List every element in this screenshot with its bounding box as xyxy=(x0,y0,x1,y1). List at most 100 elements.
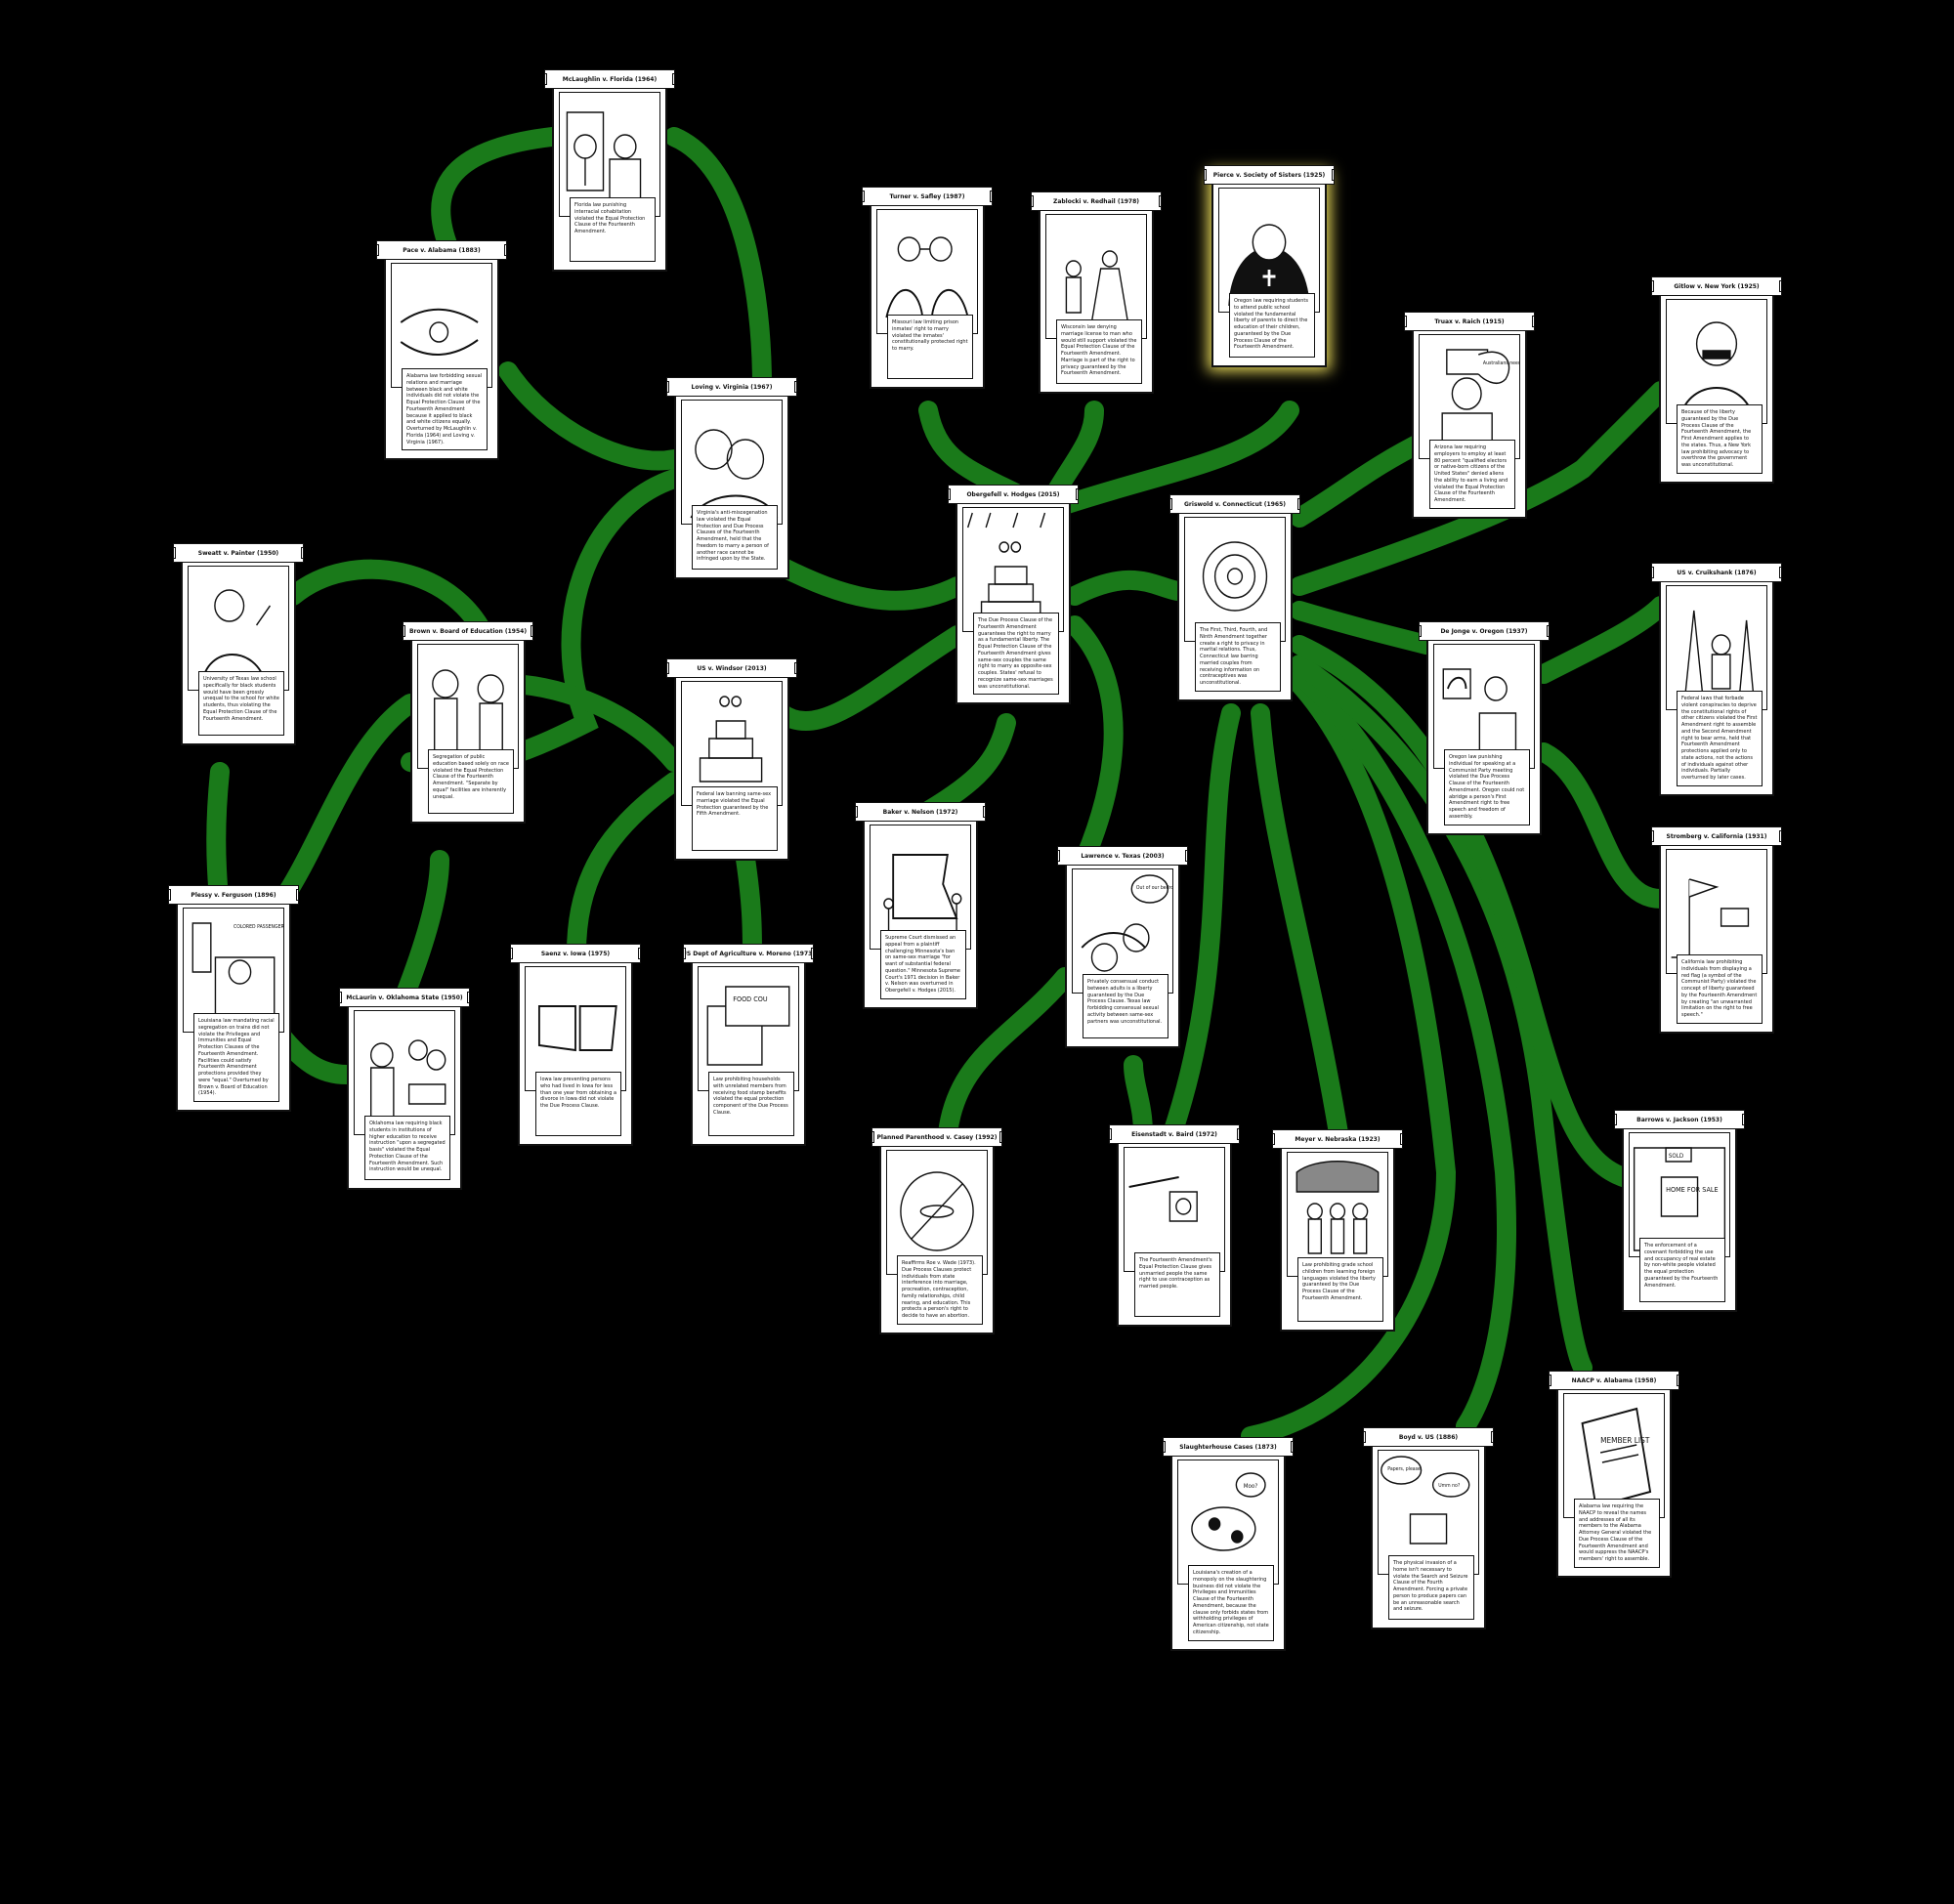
case-title: US Dept of Agriculture v. Moreno (1973) xyxy=(683,944,814,963)
pill-case-icon xyxy=(1184,517,1286,642)
case-card-pierce[interactable]: Pierce v. Society of Sisters (1925) Orego… xyxy=(1204,165,1335,367)
branch-dejonge-stromberg xyxy=(1534,742,1671,909)
art-label: Australians need to earn a living too xyxy=(1483,360,1519,366)
branch-obergefell-griswold xyxy=(1065,570,1187,606)
case-card-cruikshank[interactable]: US v. Cruikshank (1876)Federal laws that… xyxy=(1651,563,1782,796)
branch-griswold-slaughterhouse xyxy=(1241,674,1457,1446)
no-symbol-icon xyxy=(886,1150,988,1275)
case-card-stromberg[interactable]: Stromberg v. California (1931) California… xyxy=(1651,826,1782,1034)
case-card-zablocki[interactable]: Zablocki v. Redhail (1978) Wisconsin law … xyxy=(1031,191,1162,394)
case-title: Gitlow v. New York (1925) xyxy=(1651,276,1782,296)
mugshot-icon xyxy=(559,92,660,217)
case-title: Pace v. Alabama (1883) xyxy=(376,240,507,260)
case-summary: Virginia's anti-miscegenation law violat… xyxy=(692,505,778,570)
wedding-cake-icon xyxy=(681,681,783,806)
case-summary: The Fourteenth Amendment's Equal Protect… xyxy=(1134,1252,1220,1317)
case-card-eisenstadt[interactable]: Eisenstadt v. Baird (1972)The Fourteenth… xyxy=(1109,1124,1240,1327)
speaker-icon xyxy=(1433,644,1535,769)
branch-turner-obergefell xyxy=(918,401,1026,503)
case-summary: Wisconsin law denying marriage license t… xyxy=(1056,319,1142,384)
food-coupons-icon: FOOD COU xyxy=(698,966,799,1091)
branch-sweatt-brown xyxy=(283,559,498,655)
branch-griswold-barrows xyxy=(1290,635,1651,1192)
branch-obergefell-lawrence xyxy=(1065,615,1124,869)
case-summary: Oregon law requiring students to attend … xyxy=(1229,293,1315,358)
handcuffs-icon xyxy=(876,209,978,334)
case-title: Stromberg v. California (1931) xyxy=(1651,826,1782,846)
case-summary: Louisiana's creation of a monopoly on th… xyxy=(1188,1565,1274,1641)
case-card-saenz[interactable]: Saenz v. Iowa (1975)Iowa law preventing … xyxy=(510,944,641,1146)
case-card-truax[interactable]: Truax v. Raich (1915) Australians need to… xyxy=(1404,312,1535,519)
case-title: Meyer v. Nebraska (1923) xyxy=(1272,1129,1403,1149)
branch-pierce-obergefell xyxy=(1045,401,1299,518)
holding-hands-icon xyxy=(391,263,492,388)
case-card-brown[interactable]: Brown v. Board of Education (1954)Segreg… xyxy=(403,621,533,824)
member-list-icon: MEMBER LIST xyxy=(1563,1393,1665,1518)
case-card-pace[interactable]: Pace v. Alabama (1883) Alabama law forbid… xyxy=(376,240,507,461)
case-card-mclaurin[interactable]: McLaurin v. Oklahoma State (1950)Oklahom… xyxy=(339,988,470,1190)
case-card-griswold[interactable]: Griswold v. Connecticut (1965)The First,… xyxy=(1169,494,1300,701)
cook-icon: Australians need to earn a living too xyxy=(1419,334,1520,459)
case-card-sweatt[interactable]: Sweatt v. Painter (1950)University of Te… xyxy=(173,543,304,745)
condom-icon xyxy=(1124,1147,1225,1272)
case-summary: Alabama law forbidding sexual relations … xyxy=(402,368,488,451)
case-summary: Law prohibiting grade school children fr… xyxy=(1297,1257,1383,1322)
branch-pace-loving xyxy=(498,361,684,471)
case-card-lawrence[interactable]: Lawrence v. Texas (2003) Out of our bedro… xyxy=(1057,846,1188,1048)
student-icon xyxy=(188,566,289,691)
art-label: COLORED PASSENGERS xyxy=(234,924,283,930)
case-title: Planned Parenthood v. Casey (1992) xyxy=(871,1127,1002,1147)
case-card-gitlow[interactable]: Gitlow v. New York (1925)Because of the … xyxy=(1651,276,1782,484)
minnesota-map-icon xyxy=(870,825,971,950)
case-card-slaughterhouse[interactable]: Slaughterhouse Cases (1873)Moo?Louisiana… xyxy=(1163,1437,1294,1651)
art-label: SOLD xyxy=(1669,1154,1684,1160)
case-summary: The Due Process Clause of the Fourteenth… xyxy=(973,613,1059,696)
case-card-meyer[interactable]: Meyer v. Nebraska (1923) Law prohibiting … xyxy=(1272,1129,1403,1332)
branch-loving-obergefell xyxy=(772,557,967,611)
branch-obergefell-windsor xyxy=(772,625,967,731)
case-summary: Federal laws that forbade violent conspi… xyxy=(1677,691,1763,786)
children-icon xyxy=(417,644,519,769)
case-card-obergefell[interactable]: Obergefell v. Hodges (2015)The Due Proce… xyxy=(948,485,1079,705)
case-summary: Law prohibiting households with unrelate… xyxy=(708,1072,794,1136)
case-summary: Privately consensual conduct between adu… xyxy=(1083,974,1168,1038)
case-card-dejonge[interactable]: De Jonge v. Oregon (1937)Oregon law puni… xyxy=(1419,621,1550,835)
case-summary: The physical invasion of a home isn't ne… xyxy=(1388,1555,1474,1620)
case-title: Truax v. Raich (1915) xyxy=(1404,312,1535,331)
case-title: Lawrence v. Texas (2003) xyxy=(1057,846,1188,866)
wedding-cake-rain-icon xyxy=(962,507,1064,632)
case-summary: Oklahoma law requiring black students in… xyxy=(364,1116,450,1180)
branch-mclaughlin-pace xyxy=(431,127,562,259)
case-title: Turner v. Safley (1987) xyxy=(862,187,993,206)
art-label: Out of our bedroom! xyxy=(1136,885,1172,891)
case-title: Sweatt v. Painter (1950) xyxy=(173,543,304,563)
case-card-windsor[interactable]: US v. Windsor (2013)Federal law banning … xyxy=(666,658,797,861)
case-card-loving[interactable]: Loving v. Virginia (1967) Virginia's anti… xyxy=(666,377,797,579)
branch-griswold-gitlow xyxy=(1290,381,1671,596)
case-title: Loving v. Virginia (1967) xyxy=(666,377,797,397)
case-card-planned[interactable]: Planned Parenthood v. Casey (1992)Reaffi… xyxy=(871,1127,1002,1334)
case-title: US v. Windsor (2013) xyxy=(666,658,797,678)
case-title: Zablocki v. Redhail (1978) xyxy=(1031,191,1162,211)
schoolchildren-icon xyxy=(1287,1152,1388,1277)
case-title: Pierce v. Society of Sisters (1925) xyxy=(1204,165,1335,185)
case-summary: California law prohibiting individuals f… xyxy=(1677,954,1763,1024)
case-summary: Louisiana law mandating racial segregati… xyxy=(193,1013,279,1102)
case-title: Griswold v. Connecticut (1965) xyxy=(1169,494,1300,514)
case-summary: Florida law punishing interracial cohabi… xyxy=(570,197,656,262)
case-card-plessy[interactable]: Plessy v. Ferguson (1896)COLORED PASSENG… xyxy=(168,885,299,1112)
case-card-boyd[interactable]: Boyd v. US (1886)Papers, please.Umm no?T… xyxy=(1363,1427,1494,1629)
branch-griswold-eisenstadt xyxy=(1163,703,1241,1143)
case-card-baker[interactable]: Baker v. Nelson (1972)Supreme Court dism… xyxy=(855,802,986,1009)
case-title: Brown v. Board of Education (1954) xyxy=(403,621,533,641)
case-summary: Oregon law punishing individual for spea… xyxy=(1444,749,1530,825)
case-card-turner[interactable]: Turner v. Safley (1987)Missouri law limi… xyxy=(862,187,993,389)
branch-dejonge-cruikshank xyxy=(1534,596,1671,684)
case-card-usda[interactable]: US Dept of Agriculture v. Moreno (1973) F… xyxy=(683,944,814,1146)
case-card-mclaughlin[interactable]: McLaughlin v. Florida (1964)Florida law … xyxy=(544,69,675,272)
case-title: Barrows v. Jackson (1953) xyxy=(1614,1110,1745,1129)
papers-please-icon: Papers, please.Umm no? xyxy=(1378,1450,1479,1575)
